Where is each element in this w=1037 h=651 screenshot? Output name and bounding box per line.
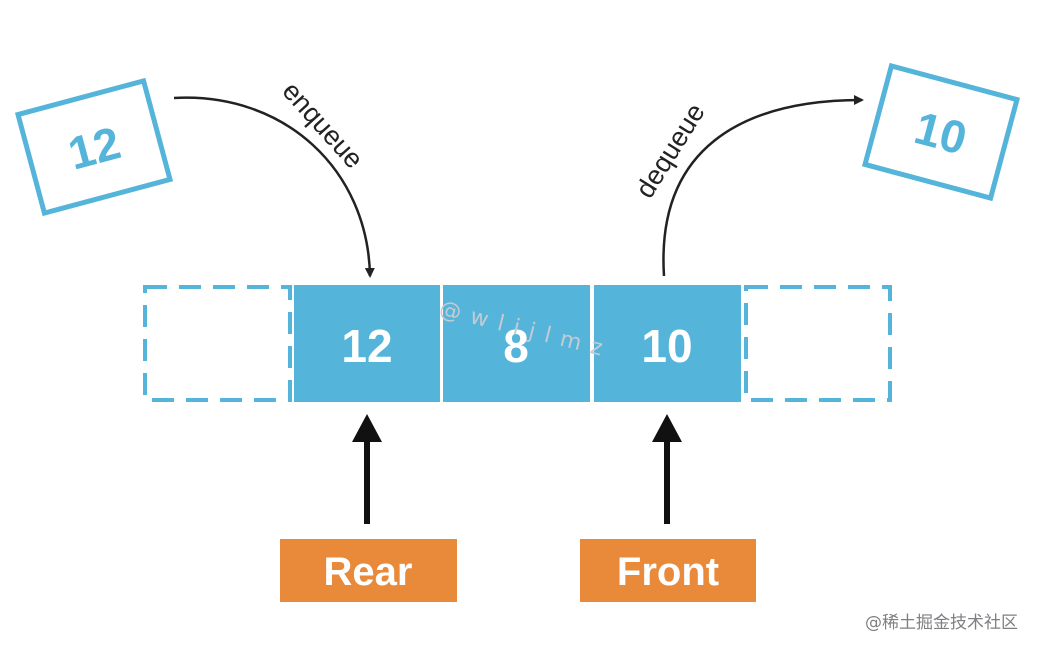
empty-slot-right [744, 285, 892, 402]
queue-cell-box [294, 285, 440, 402]
front-pointer-arrow [652, 414, 682, 524]
empty-slot-left [143, 285, 292, 402]
rear-tag: Rear [280, 539, 457, 602]
queue-cell-value: 8 [503, 320, 529, 372]
footer-watermark: @稀土掘金技术社区 [865, 613, 1018, 633]
queue-cell: 12 [294, 285, 440, 402]
rear-tag-label: Rear [324, 550, 413, 594]
front-tag-label: Front [617, 550, 719, 594]
enqueue-arrow [173, 96, 375, 278]
queue-cell-box [594, 285, 741, 402]
outgoing-element-frame [861, 62, 1021, 202]
dequeue-label: dequeue [630, 98, 711, 203]
incoming-element-frame [14, 77, 174, 217]
outgoing-element-box: 10 [861, 62, 1021, 202]
enqueue-label: enqueue [277, 76, 370, 174]
rear-tag-box [280, 539, 457, 602]
queue-cell: 8 [443, 285, 590, 402]
dequeue-arrow [662, 95, 864, 277]
front-tag-box [580, 539, 756, 602]
queue-cell: 10 [594, 285, 741, 402]
queue-cell-box [443, 285, 590, 402]
incoming-element-box: 12 [14, 77, 174, 217]
front-tag: Front [580, 539, 756, 602]
queue-cell-value: 12 [341, 320, 392, 372]
rear-pointer-arrow [352, 414, 382, 524]
queue-cell-value: 10 [641, 320, 692, 372]
